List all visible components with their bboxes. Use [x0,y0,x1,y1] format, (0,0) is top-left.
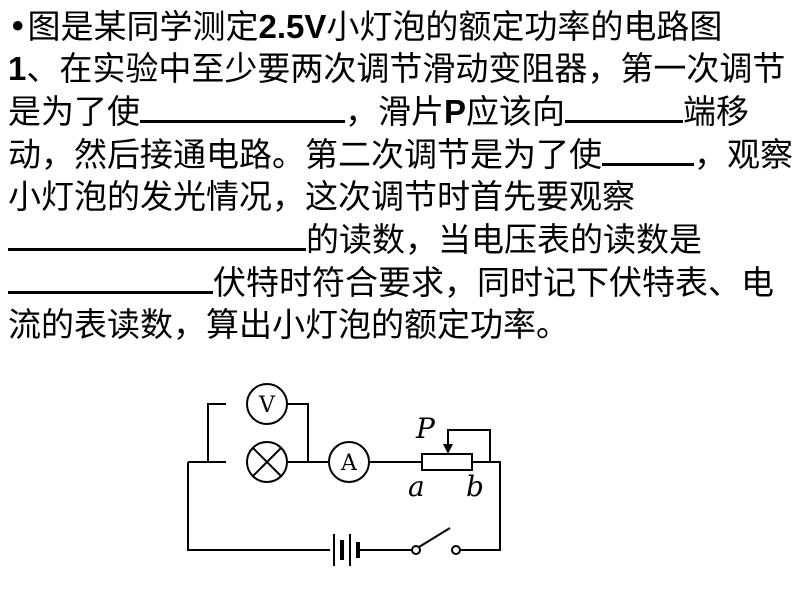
slider-letter: P [444,93,467,130]
lamp [246,441,288,483]
bullet: • [8,7,28,46]
wire-top-left [207,403,226,463]
sentence-4: 端移动，然后接通电路。第二次调节是为了使 [8,92,750,174]
ammeter-label: A [340,451,358,476]
wire-right-side [460,461,501,551]
blank-4 [8,218,306,251]
sentence-6: 的读数，当电压表的读数是 [306,220,702,259]
switch-contact-left [411,545,421,555]
sentence-1: 、在实验中至少要两次调节滑动变阻器，第一次调节是为了使 [8,49,786,131]
switch-blade [418,527,451,548]
blank-2 [565,90,684,123]
slider-label: P [415,412,436,445]
sentence-7: 伏特时符合要求，同时记下伏特表、电流的表读数，算出小灯泡的额定功率。 [8,263,774,344]
voltmeter-label: V [258,393,276,418]
switch-contact-right [451,545,461,555]
end-b-label: b [466,470,484,503]
slider-arrow-icon [443,444,453,454]
blank-3 [602,133,694,166]
blank-5 [8,261,213,294]
wire-left-side [187,462,330,551]
wire-slider [447,429,491,462]
sentence-2: ，滑片 [345,92,444,131]
ammeter [328,441,370,483]
intro-a: 图是某同学测定 [27,7,259,46]
voltage-value: 2.5V [258,8,327,45]
intro-b: 小灯泡的额定功率的电路图 [326,7,723,46]
circuit-diagram: V A P a b [187,383,501,566]
lamp-cross-2 [252,447,282,477]
blank-1 [140,90,345,123]
question-number: 1 [8,50,27,87]
question-text: •图是某同学测定2.5V小灯泡的额定功率的电路图 1、在实验中至少要两次调节滑动变… [8,6,794,346]
voltmeter [246,383,288,425]
end-a-label: a [408,470,425,503]
wire-top-right [288,403,309,462]
rheostat [421,453,473,471]
sentence-3: 应该向 [466,92,566,131]
sentence-5: ，观察小灯泡的发光情况，这次调节时首先要观察 [8,135,793,216]
